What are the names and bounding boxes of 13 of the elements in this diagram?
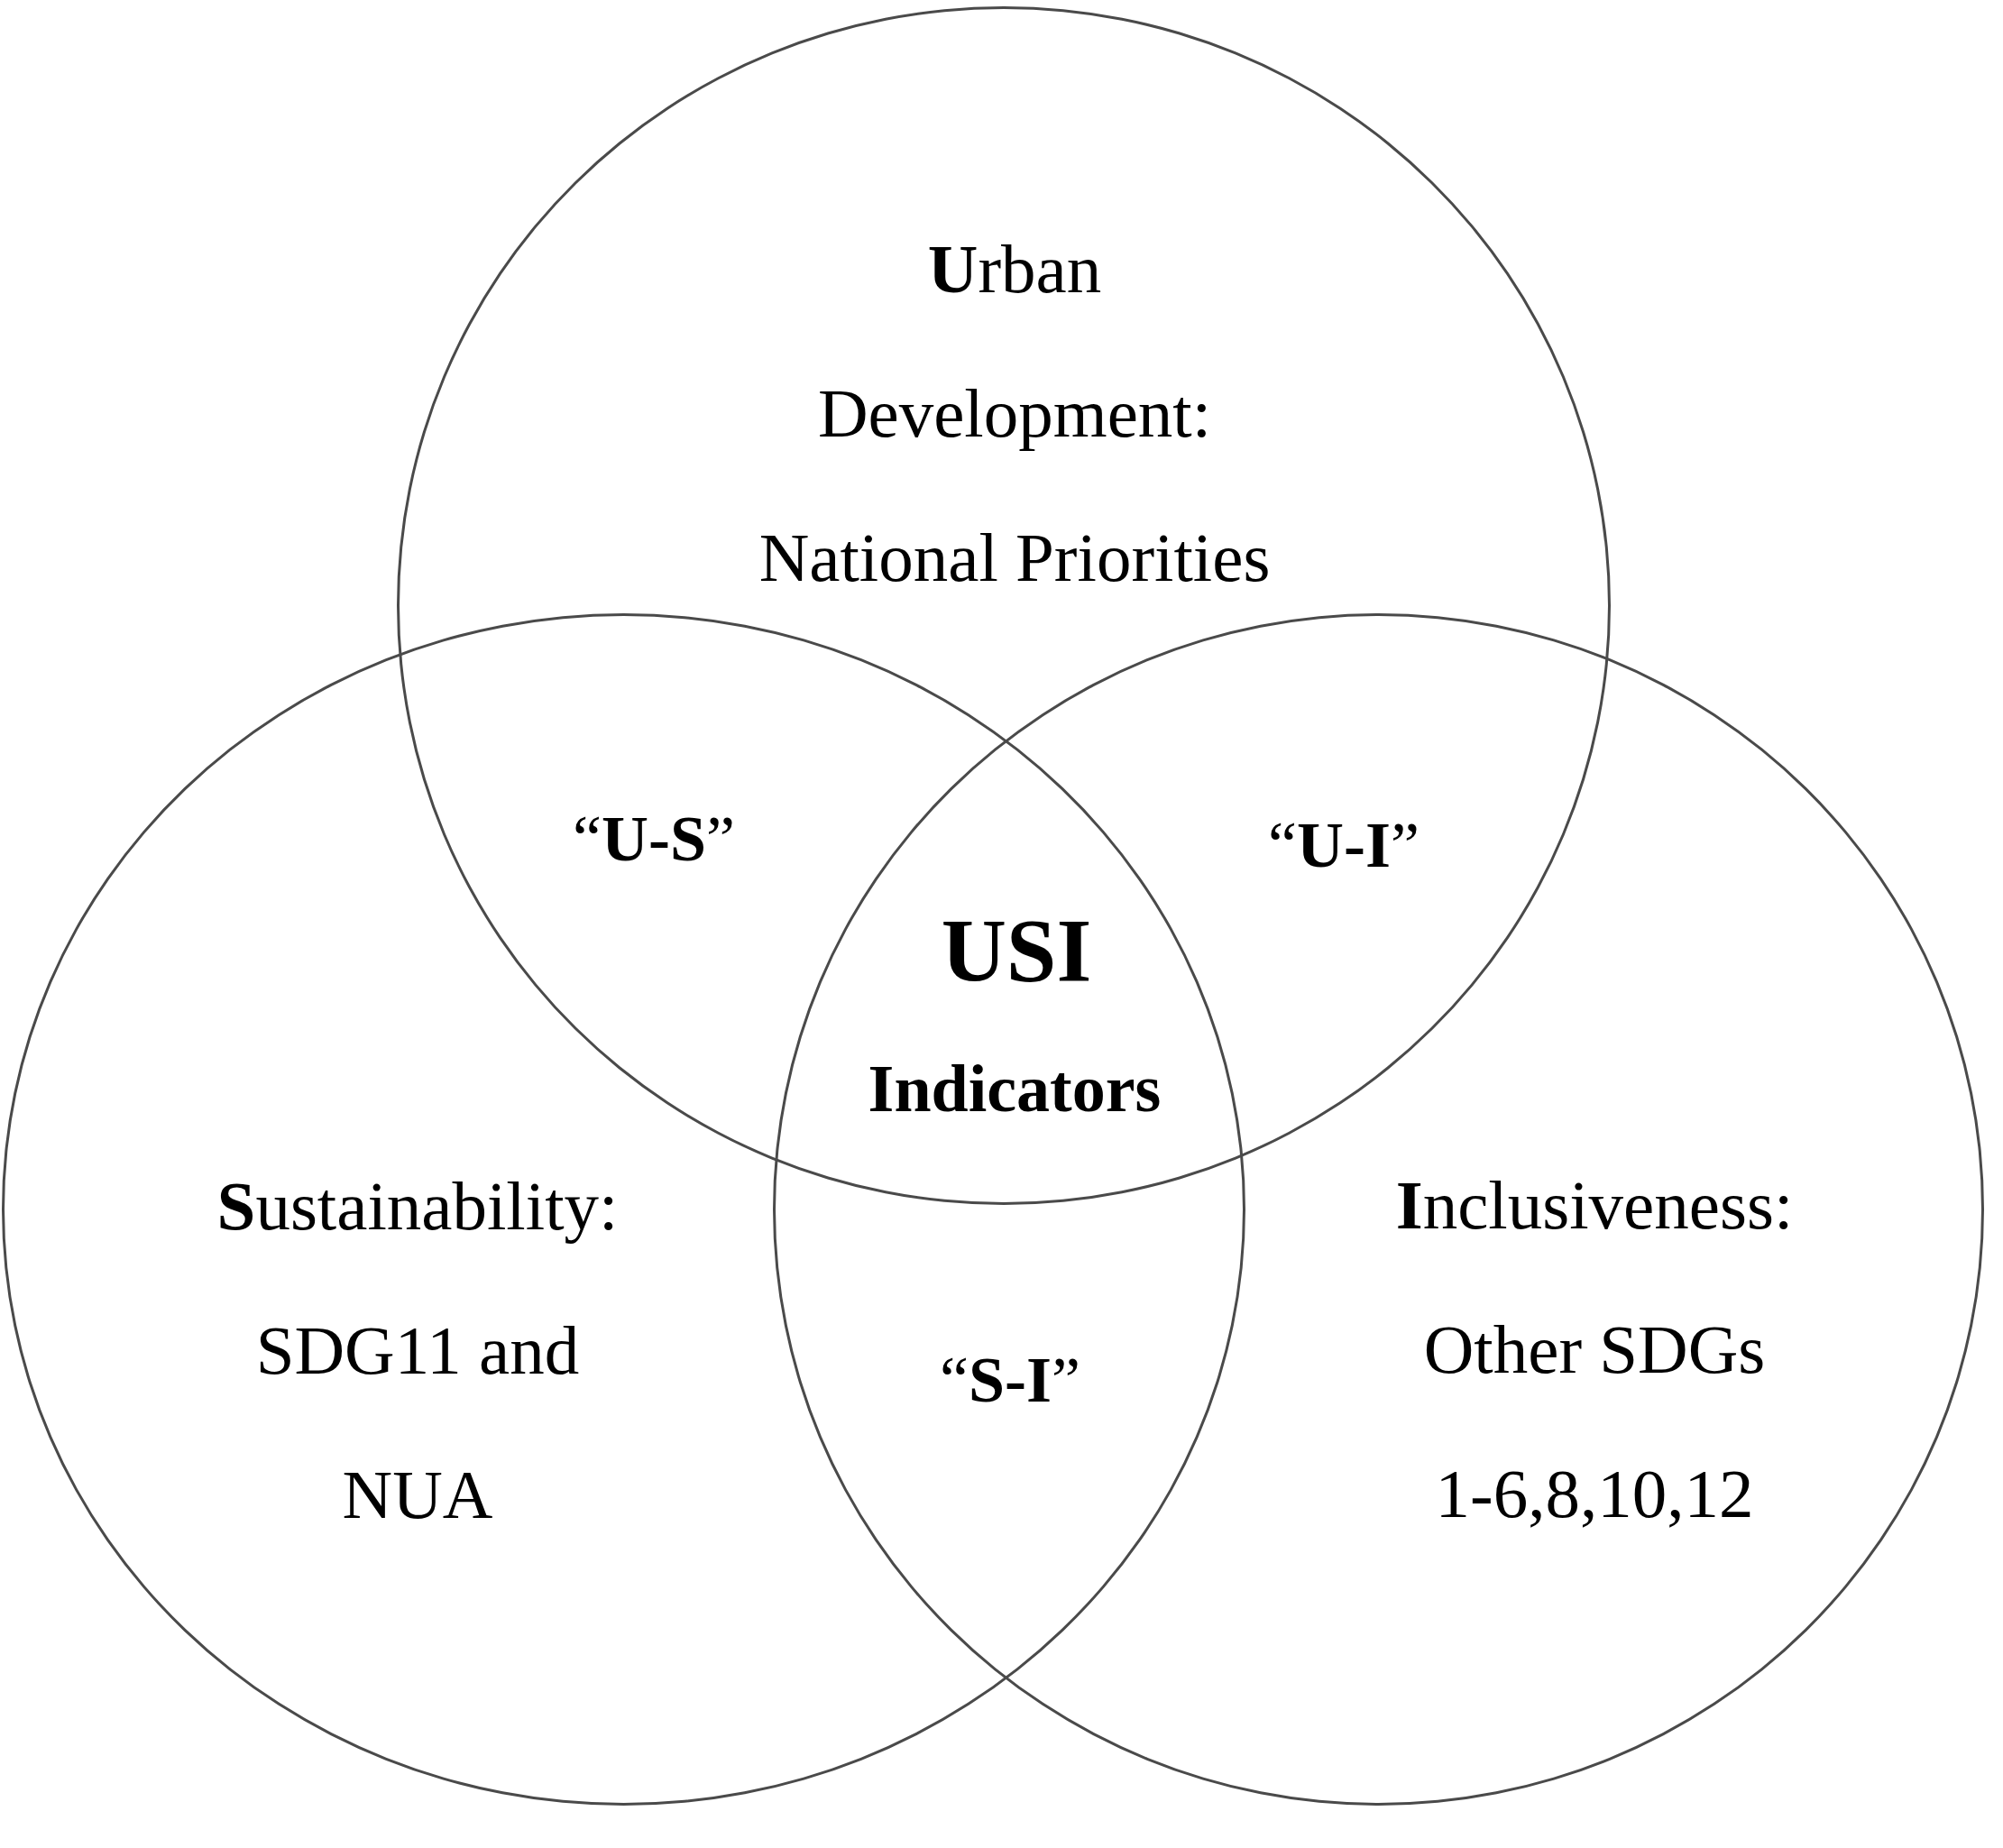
venn-circle — [2, 613, 1245, 1806]
set-description: SDG11 and NUA — [254, 1310, 581, 1535]
set-title: Urban Development: — [816, 229, 1213, 454]
center-subtitle: Indicators — [868, 1051, 1162, 1127]
intersection-label: “U-I” — [1268, 808, 1420, 883]
set-description: National Priorities — [758, 518, 1271, 598]
set-title: Inclusiveness: — [1395, 1165, 1794, 1246]
set-title: Sustainability: — [216, 1166, 619, 1246]
intersection-label: “S-I” — [940, 1343, 1080, 1418]
center-title: USI — [941, 899, 1092, 1002]
set-description: Other SDGs 1-6,8,10,12 — [1422, 1310, 1767, 1534]
venn-circle — [773, 613, 1984, 1806]
intersection-label: “U-S” — [573, 802, 735, 877]
